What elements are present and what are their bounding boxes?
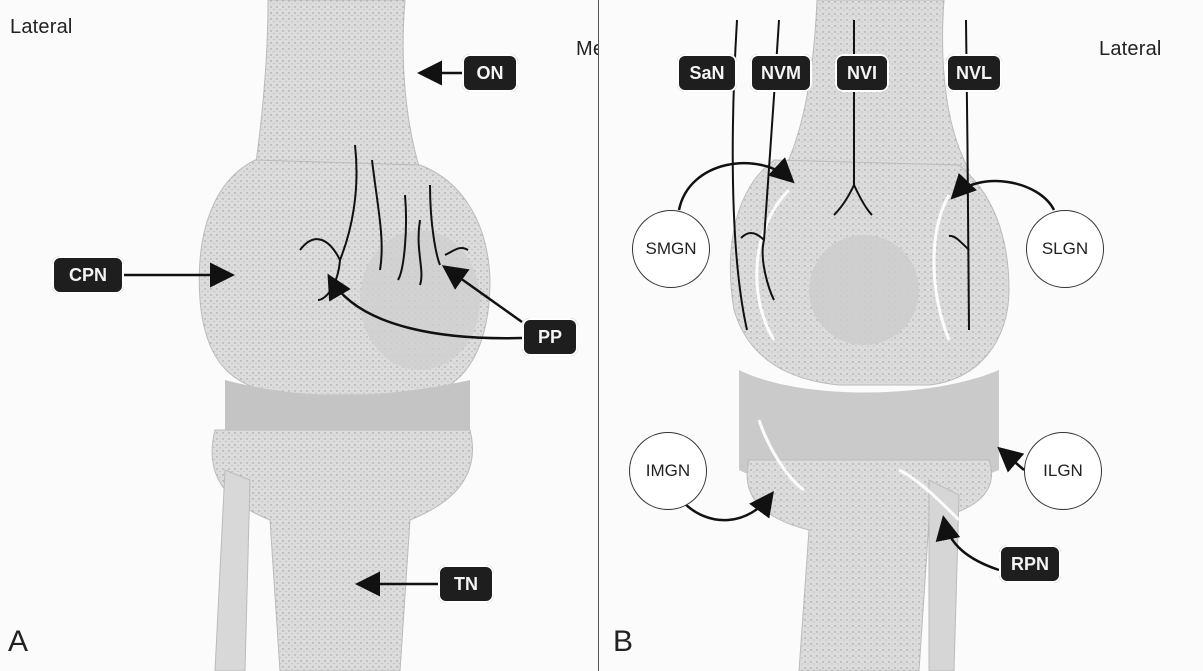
ilgn-circle: ILGN	[1024, 432, 1102, 510]
panel-letter-a: A	[8, 625, 28, 659]
cpn-tag: CPN	[52, 256, 124, 294]
knee-anterior-illustration	[0, 0, 598, 671]
slgn-circle: SLGN	[1026, 210, 1104, 288]
pp-tag: PP	[522, 318, 578, 356]
smgn-circle: SMGN	[632, 210, 710, 288]
nvl-tag: NVL	[946, 54, 1002, 92]
rpn-tag: RPN	[999, 545, 1061, 583]
imgn-circle: IMGN	[629, 432, 707, 510]
tn-tag: TN	[438, 565, 494, 603]
lateral-label-a: Lateral	[10, 16, 73, 39]
panel-b: Lateral B SaN NVM NVI NVL SMGN SLGN IMGN…	[599, 0, 1203, 671]
san-tag: SaN	[677, 54, 737, 92]
nvm-tag: NVM	[750, 54, 812, 92]
lateral-label-b: Lateral	[1099, 38, 1162, 61]
panel-a: Lateral Medial A ON CPN PP TN	[0, 0, 599, 671]
medial-label: Medial	[576, 38, 599, 61]
panel-letter-b: B	[613, 625, 633, 659]
nvi-tag: NVI	[835, 54, 889, 92]
knee-posterior-illustration	[599, 0, 1203, 671]
on-tag: ON	[462, 54, 518, 92]
